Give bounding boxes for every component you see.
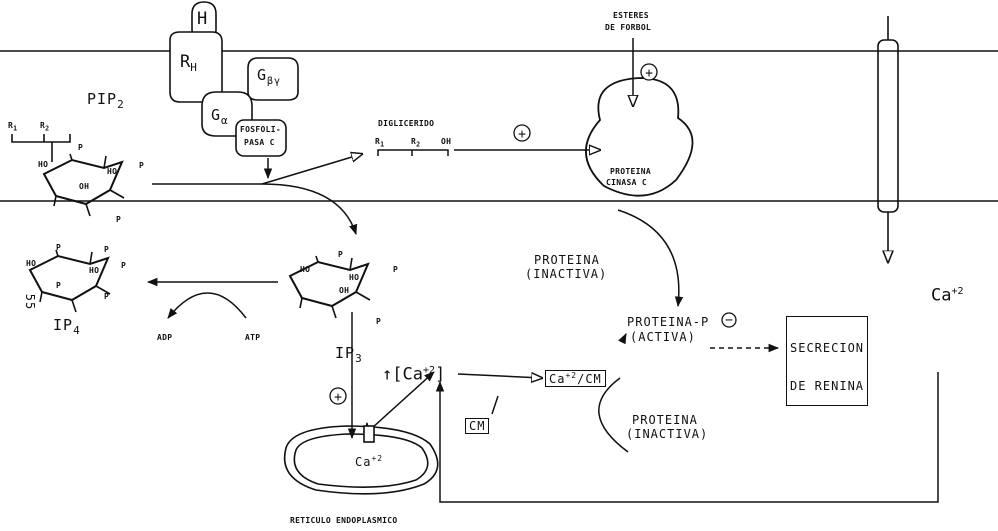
phospholipase-c-label-1: FOSFOLI-	[240, 125, 281, 134]
ip4-subscript: 4	[73, 324, 81, 337]
svg-text:−: −	[725, 313, 733, 328]
dag-oh: OH	[441, 137, 452, 146]
protein-inactive-1-line1: PROTEINA	[534, 253, 600, 267]
pkc-label-1: PROTEINA	[610, 167, 651, 176]
minus-circle-renin: −	[721, 312, 737, 328]
arrow-cm-curve	[598, 377, 629, 453]
ip3-p-bottom: P	[376, 317, 382, 326]
ip3-p-right: P	[393, 265, 399, 274]
svg-text:+: +	[334, 390, 342, 405]
ip4-p-top-2: P	[104, 245, 110, 254]
pip2-label: PIP2	[87, 90, 125, 111]
protein-inactive-2-line1: PROTEINA	[632, 413, 698, 427]
renin-line2: DE RENINA	[790, 379, 865, 393]
plus-circle-phorbol: +	[640, 63, 658, 81]
ip4-p-right: P	[121, 261, 127, 270]
phospholipase-c-shape	[235, 119, 287, 157]
ip3-ho-1: HO	[300, 265, 311, 274]
arrow-pkc-curve	[617, 209, 684, 308]
g-beta-gamma-label: Gβγ	[257, 66, 282, 87]
pip2-r1-label: R1	[8, 121, 18, 133]
dag-chain	[377, 149, 449, 156]
receptor-label: RH	[180, 52, 197, 74]
adp-label: ADP	[157, 333, 173, 342]
pkc-shape	[585, 77, 694, 197]
protein-inactive-2-line2: (INACTIVA)	[626, 427, 709, 441]
pip2-p-right: P	[139, 161, 145, 170]
margin-number: 55	[23, 293, 38, 311]
dag-r2: R2	[411, 137, 421, 149]
pip2-ho-1: HO	[38, 160, 49, 169]
ip3-ho-2: HO	[349, 273, 360, 282]
protein-inactive-1-line2: (INACTIVA)	[525, 267, 608, 281]
ca-channel-label: Ca+2	[931, 285, 964, 306]
pkc-label-2: CINASA C	[606, 178, 647, 187]
ca-cytosol-label: ↑[Ca+2]	[382, 364, 446, 385]
arrow-pip2-hydrolysis	[152, 183, 358, 235]
ip3-label: IP3	[335, 344, 363, 365]
ip4-p-left: P	[56, 281, 62, 290]
pip2-p-top: P	[78, 143, 84, 152]
calcium-channel	[877, 16, 899, 262]
pip2-ho-2: HO	[107, 167, 118, 176]
arrow-atp-adp	[167, 292, 247, 319]
pip2-oh: OH	[79, 182, 90, 191]
g-beta-gamma-shape	[247, 57, 299, 101]
dag-r1: R1	[375, 137, 385, 149]
phospholipase-c-label-2: PASA C	[244, 138, 275, 147]
arrow-feedback	[435, 372, 939, 503]
ip4-p-bottom: P	[104, 292, 110, 301]
renin-line1: SECRECION	[790, 341, 865, 355]
receptor-subscript: H	[190, 61, 197, 74]
ip4-ho-1: HO	[26, 259, 37, 268]
ip4-p-top-1: P	[56, 243, 62, 252]
ip3-subscript: 3	[355, 352, 363, 365]
renin-secretion-box: SECRECION DE RENINA	[786, 316, 869, 406]
hormone-label: H	[197, 9, 208, 29]
protein-active-line2: (ACTIVA)	[630, 330, 696, 344]
pip2-r2-label: R2	[40, 121, 50, 133]
plus-circle-ip3: +	[329, 387, 347, 405]
arrow-activation	[618, 333, 627, 345]
endoplasmic-reticulum	[283, 425, 439, 495]
phorbol-label-1: ESTERES	[613, 11, 649, 20]
g-alpha-subscript: α	[221, 114, 229, 127]
arrow-ca-to-cm	[457, 374, 542, 378]
ca-cm-complex-box: Ca+2/CM	[545, 370, 606, 387]
ip4-label: IP4	[53, 316, 81, 337]
g-alpha-label: Gα	[211, 106, 229, 127]
ip3-oh: OH	[339, 286, 350, 295]
pip2-p-bottom: P	[116, 215, 122, 224]
ip4-ho-2: HO	[89, 266, 100, 275]
arrow-to-dag	[261, 154, 362, 185]
g-beta-gamma-subscript: βγ	[267, 76, 282, 87]
arrow-er-release	[371, 371, 435, 429]
ip3-p-top: P	[338, 250, 344, 259]
ca-er-label: Ca+2	[355, 454, 384, 469]
receptor-complex	[169, 1, 299, 157]
er-label: RETICULO ENDOPLASMICO	[290, 516, 398, 525]
arrow-cm-small	[491, 395, 499, 415]
ip4-ring	[29, 249, 111, 313]
svg-text:+: +	[518, 127, 526, 142]
protein-active-line1: PROTEINA-P	[627, 315, 710, 329]
atp-label: ATP	[245, 333, 261, 342]
plus-circle-dag: +	[513, 124, 531, 142]
pip2-subscript: 2	[117, 98, 125, 111]
cm-box: CM	[465, 418, 490, 434]
dag-label: DIGLICERIDO	[378, 119, 435, 128]
phorbol-label-2: DE FORBOL	[605, 23, 652, 32]
svg-text:+: +	[645, 66, 653, 81]
pip2-chain	[11, 134, 71, 162]
